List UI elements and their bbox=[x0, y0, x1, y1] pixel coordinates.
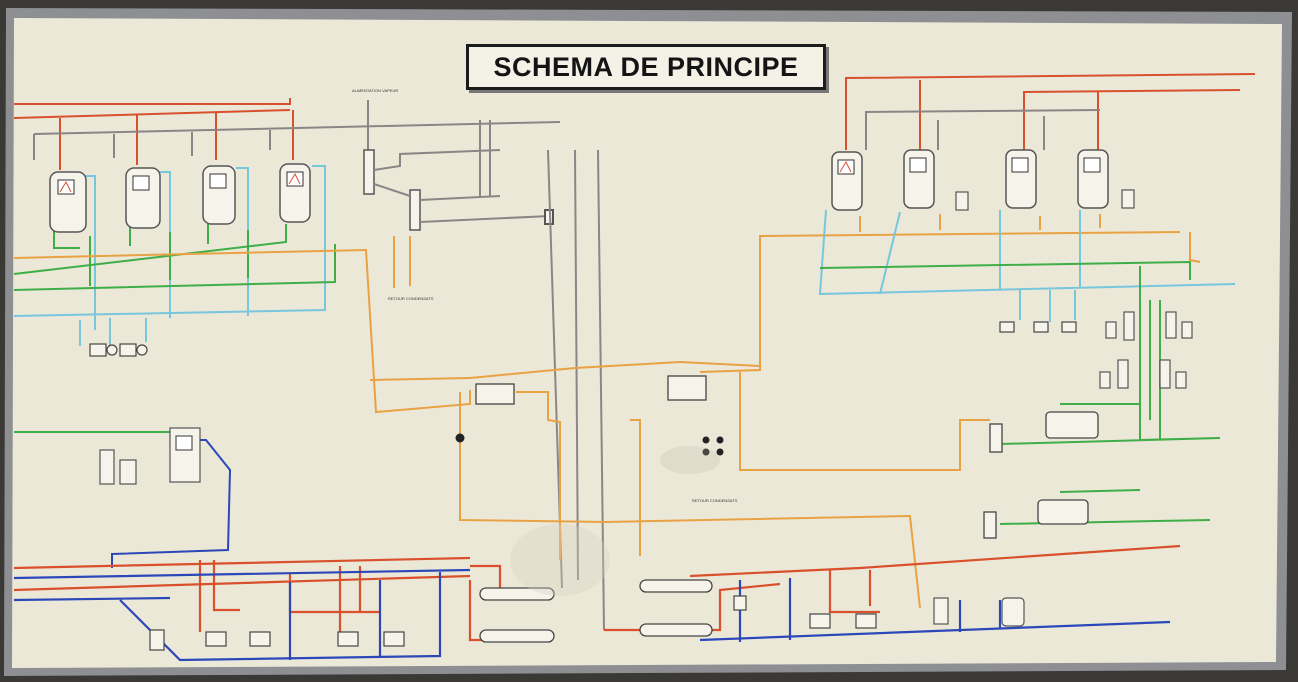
condensate-return-label-mid: RETOUR CONDENSATS bbox=[692, 498, 738, 503]
heat-exchanger-icon bbox=[475, 375, 707, 405]
steam-supply-group bbox=[363, 100, 554, 288]
smudge-mark bbox=[510, 524, 610, 596]
bottom-distribution bbox=[13, 544, 1181, 662]
central-risers bbox=[369, 149, 1181, 631]
smudge-mark bbox=[660, 446, 720, 474]
boiler-tank-icon bbox=[49, 171, 87, 233]
boiler-tank-icon bbox=[903, 149, 935, 209]
pump-icon bbox=[149, 595, 877, 651]
diagram-title: SCHEMA DE PRINCIPE bbox=[466, 44, 826, 90]
boiler-tank-icon bbox=[202, 165, 236, 225]
steam-supply-label: ALIMENTATION VAPEUR bbox=[352, 88, 398, 93]
left-boiler-group bbox=[13, 98, 561, 414]
expansion-vessel-icon bbox=[955, 189, 1193, 389]
pump-icon bbox=[89, 343, 148, 357]
heat-exchanger-icon bbox=[479, 579, 713, 643]
pump-icon bbox=[999, 321, 1077, 333]
board-surface bbox=[12, 18, 1282, 668]
boiler-tank-icon bbox=[125, 167, 161, 229]
left-utility-group bbox=[14, 431, 232, 568]
boiler-tank-icon bbox=[1005, 149, 1037, 209]
valve-icon bbox=[455, 433, 724, 456]
expansion-vessel-icon bbox=[933, 597, 1025, 627]
boiler-tank-icon bbox=[831, 151, 863, 211]
right-boiler-group bbox=[818, 73, 1256, 525]
boiler-tank-icon bbox=[1077, 149, 1109, 209]
boiler-tank-icon bbox=[279, 163, 311, 223]
condensate-return-label-top: RETOUR CONDENSATS bbox=[388, 296, 434, 301]
heat-exchanger-icon bbox=[983, 411, 1099, 539]
expansion-vessel-icon bbox=[99, 427, 201, 485]
